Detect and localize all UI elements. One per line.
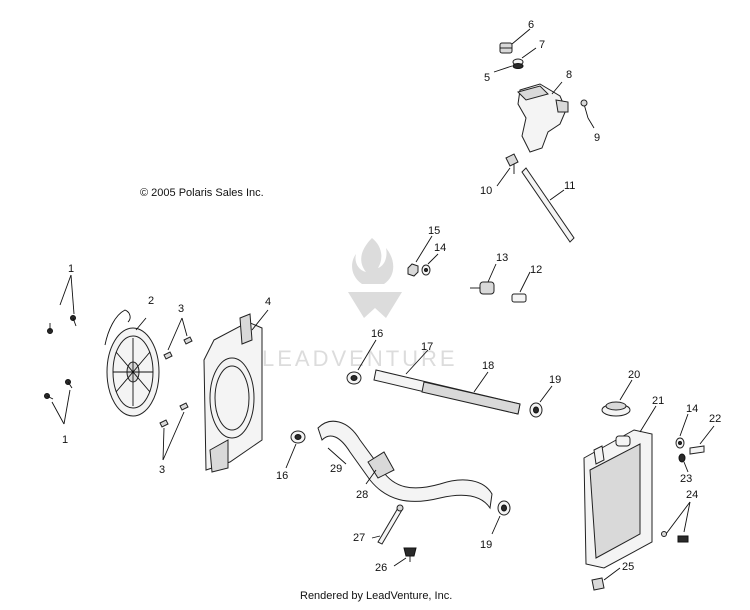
callout-3b: 3 <box>159 464 165 476</box>
fan-screws-bottom[interactable] <box>44 379 73 425</box>
callout-15: 15 <box>428 225 440 237</box>
hose-clamp-16-upper[interactable] <box>346 339 377 385</box>
callout-20: 20 <box>628 369 640 381</box>
push-rivet-26[interactable] <box>393 547 417 567</box>
callout-3a: 3 <box>178 303 184 315</box>
drain-plug-25[interactable] <box>591 567 621 591</box>
callout-6: 6 <box>528 19 534 31</box>
radiator-cap[interactable] <box>601 379 633 417</box>
callout-11: 11 <box>564 180 575 192</box>
fasteners-24[interactable] <box>661 501 691 543</box>
watermark-text: LEADVENTURE <box>262 346 458 371</box>
callout-16a: 16 <box>371 328 383 340</box>
callout-13: 13 <box>496 252 508 264</box>
bolt-22[interactable] <box>689 425 715 455</box>
callout-10: 10 <box>480 185 492 197</box>
washer-14-radiator[interactable] <box>675 413 689 449</box>
callout-22: 22 <box>709 413 721 425</box>
bottle-screw[interactable] <box>580 99 595 129</box>
copyright-text: © 2005 Polaris Sales Inc. <box>140 187 264 199</box>
spacer-12[interactable] <box>511 271 531 303</box>
fitting-13[interactable] <box>470 263 497 295</box>
watermark-logo <box>348 238 402 318</box>
radiator-cap-small[interactable] <box>499 28 531 54</box>
callout-9: 9 <box>594 132 600 144</box>
grommet-23[interactable] <box>678 453 689 473</box>
callout-26: 26 <box>375 562 387 574</box>
callout-23: 23 <box>680 473 692 485</box>
fan-clips-lower[interactable] <box>159 402 189 461</box>
callout-27: 27 <box>353 532 365 544</box>
hose-clamp-small[interactable] <box>496 153 519 187</box>
nut-15[interactable] <box>407 235 433 277</box>
callout-7: 7 <box>539 39 545 51</box>
callout-29: 29 <box>330 463 342 475</box>
callout-labels: 1 1 2 3 3 4 5 6 7 8 9 10 11 12 13 14 15 … <box>62 19 721 574</box>
callout-1b: 1 <box>62 434 68 446</box>
hose-clamp-16-lower[interactable] <box>285 430 306 469</box>
lower-radiator-hose[interactable] <box>317 420 493 510</box>
bolt-27[interactable] <box>371 504 404 545</box>
cooling-fan[interactable] <box>104 309 160 417</box>
fan-shroud[interactable] <box>203 309 269 473</box>
callout-24: 24 <box>686 489 698 501</box>
overflow-bottle[interactable] <box>517 81 569 153</box>
hose-sleeve-28[interactable] <box>365 469 377 485</box>
overflow-tube[interactable] <box>521 167 575 243</box>
callout-17: 17 <box>421 341 433 353</box>
callout-1a: 1 <box>68 263 74 275</box>
radiator[interactable] <box>583 405 657 569</box>
callout-8: 8 <box>566 69 572 81</box>
callout-12: 12 <box>530 264 542 276</box>
footer-credit: Rendered by LeadVenture, Inc. <box>300 590 452 602</box>
callout-4: 4 <box>265 296 271 308</box>
hose-clamp-19-upper[interactable] <box>529 385 553 418</box>
callout-5: 5 <box>484 72 490 84</box>
callout-28: 28 <box>356 489 368 501</box>
hose-clamp-19-lower[interactable] <box>491 500 511 535</box>
callout-25: 25 <box>622 561 634 573</box>
upper-radiator-hose[interactable] <box>373 349 521 415</box>
fan-clips-upper[interactable] <box>163 317 193 360</box>
callout-14a: 14 <box>434 242 446 254</box>
callout-2: 2 <box>148 295 154 307</box>
callout-19b: 19 <box>480 539 492 551</box>
callout-18: 18 <box>482 360 494 372</box>
callout-14b: 14 <box>686 403 698 415</box>
callout-19a: 19 <box>549 374 561 386</box>
fan-screws-top[interactable] <box>47 274 77 334</box>
hose-sleeve-18[interactable] <box>473 371 489 393</box>
callout-21: 21 <box>652 395 664 407</box>
o-ring[interactable] <box>493 47 537 73</box>
callout-16b: 16 <box>276 470 288 482</box>
washer-14[interactable] <box>421 253 439 276</box>
